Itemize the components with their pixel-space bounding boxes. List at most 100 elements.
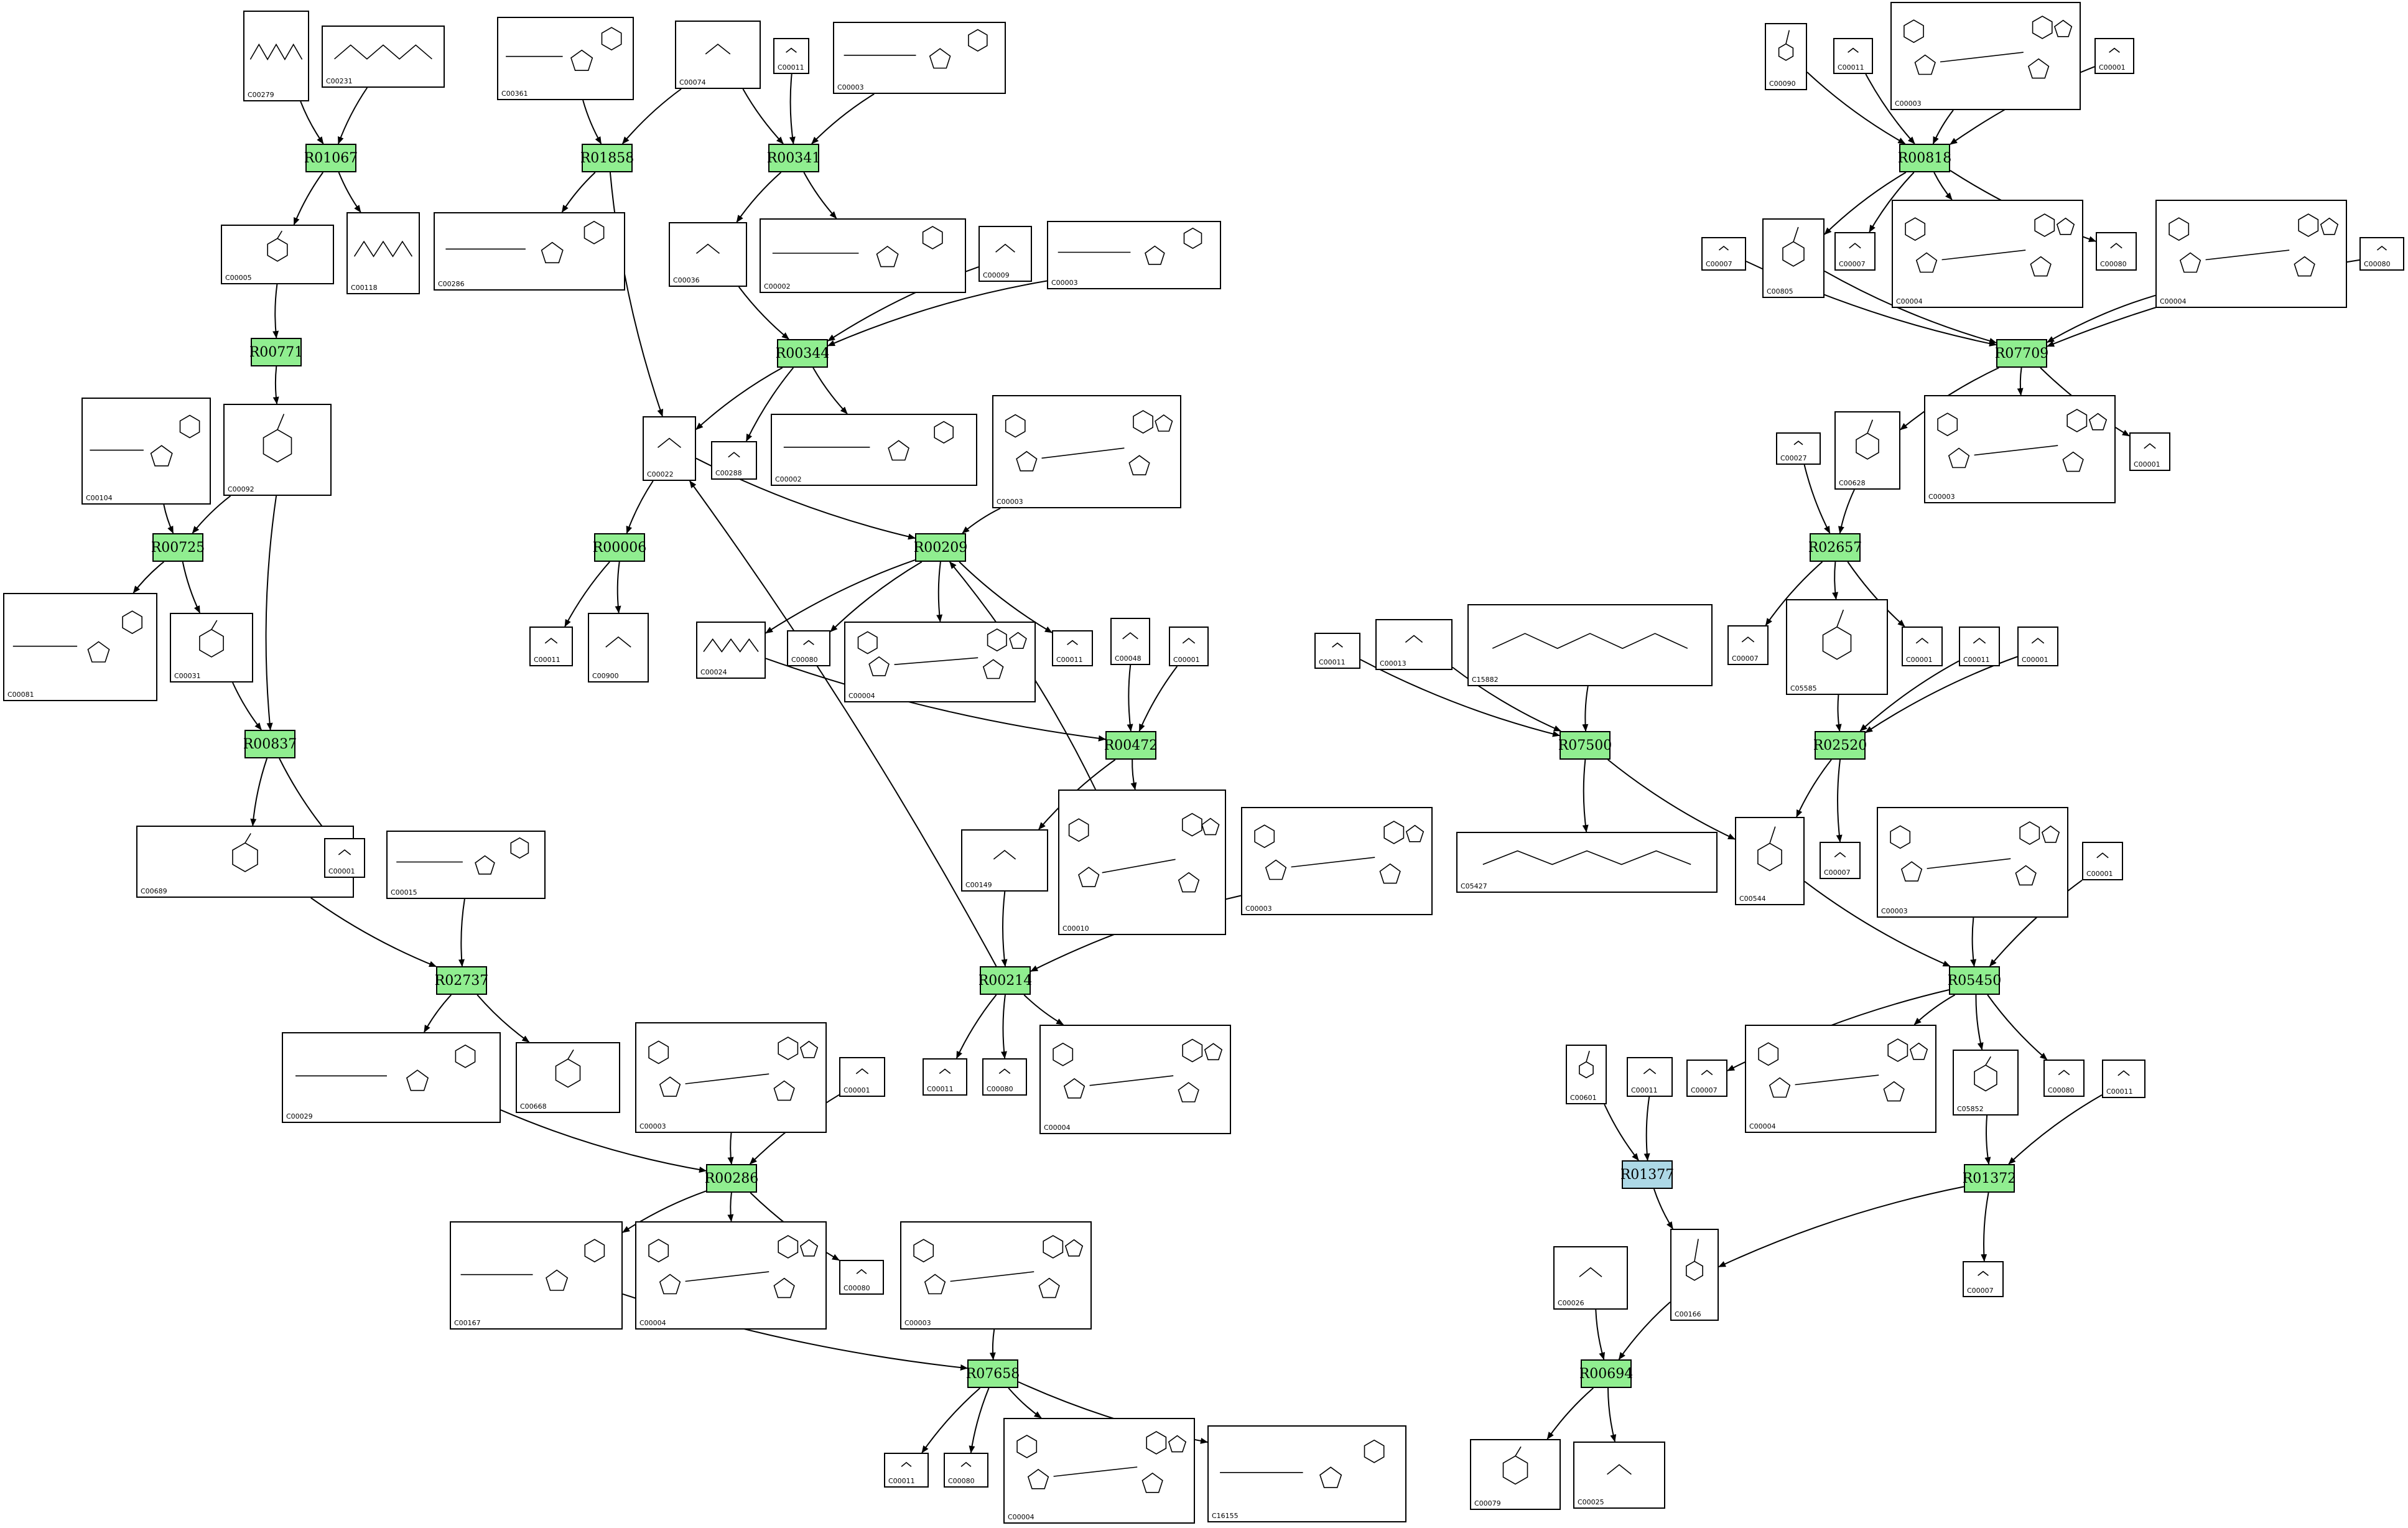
compound-node[interactable]: C00029 xyxy=(282,1032,501,1123)
compound-node[interactable]: C00004 xyxy=(1745,1025,1936,1133)
compound-node[interactable]: C00013 xyxy=(1375,619,1453,670)
compound-node[interactable]: C00011 xyxy=(529,627,573,666)
compound-node[interactable]: C00036 xyxy=(669,222,747,287)
reaction-node[interactable]: R07500 xyxy=(1558,731,1612,760)
compound-node[interactable]: C05852 xyxy=(1953,1050,2019,1116)
compound-node[interactable]: C00001 xyxy=(2129,432,2170,471)
reaction-node[interactable]: R01067 xyxy=(304,144,358,172)
reaction-node[interactable]: R00286 xyxy=(705,1164,759,1193)
reaction-node[interactable]: R02520 xyxy=(1813,731,1867,760)
compound-node[interactable]: C05427 xyxy=(1456,832,1718,893)
compound-node[interactable]: C00080 xyxy=(787,630,830,666)
compound-node[interactable]: C00001 xyxy=(2017,627,2058,666)
compound-node[interactable]: C00004 xyxy=(2155,200,2347,308)
compound-node[interactable]: C00092 xyxy=(223,404,332,496)
compound-node[interactable]: C00079 xyxy=(1470,1439,1561,1510)
compound-node[interactable]: C00167 xyxy=(450,1221,623,1330)
compound-node[interactable]: C00003 xyxy=(992,395,1181,508)
compound-node[interactable]: C00080 xyxy=(2096,232,2137,271)
compound-node[interactable]: C00004 xyxy=(844,622,1036,702)
reaction-node[interactable]: R01858 xyxy=(580,144,635,172)
reaction-node[interactable]: R02657 xyxy=(1808,533,1862,562)
compound-node[interactable]: C00080 xyxy=(2359,237,2404,271)
compound-node[interactable]: C00149 xyxy=(961,829,1048,892)
compound-node[interactable]: C00900 xyxy=(588,613,649,682)
reaction-node[interactable]: R05450 xyxy=(1948,966,2002,995)
reaction-node[interactable]: R00818 xyxy=(1898,144,1952,172)
compound-node[interactable]: C00011 xyxy=(1627,1057,1673,1097)
compound-node[interactable]: C00001 xyxy=(2082,842,2123,880)
reaction-node[interactable]: R07709 xyxy=(1995,339,2049,368)
compound-node[interactable]: C00024 xyxy=(696,622,766,679)
compound-node[interactable]: C00011 xyxy=(1314,633,1360,669)
compound-node[interactable]: C16155 xyxy=(1207,1425,1406,1522)
compound-node[interactable]: C00004 xyxy=(635,1221,827,1330)
compound-node[interactable]: C00361 xyxy=(497,17,634,100)
compound-node[interactable]: C00027 xyxy=(1776,432,1821,465)
compound-node[interactable]: C00015 xyxy=(386,831,546,899)
compound-node[interactable]: C00628 xyxy=(1834,411,1900,490)
compound-node[interactable]: C00601 xyxy=(1566,1045,1607,1104)
compound-node[interactable]: C00080 xyxy=(944,1453,988,1488)
compound-node[interactable]: C00011 xyxy=(2102,1060,2145,1098)
reaction-node[interactable]: R00006 xyxy=(593,533,647,562)
compound-node[interactable]: C00026 xyxy=(1553,1246,1628,1310)
reaction-node[interactable]: R07658 xyxy=(966,1359,1020,1388)
reaction-node[interactable]: R00837 xyxy=(243,730,297,758)
compound-node[interactable]: C00007 xyxy=(1686,1060,1727,1097)
compound-node[interactable]: C00010 xyxy=(1058,790,1226,935)
compound-node[interactable]: C00288 xyxy=(711,441,757,480)
compound-node[interactable]: C00080 xyxy=(982,1058,1027,1096)
compound-node[interactable]: C00005 xyxy=(221,225,334,284)
compound-node[interactable]: C00001 xyxy=(839,1057,885,1097)
compound-node[interactable]: C00011 xyxy=(1959,627,2000,666)
compound-node[interactable]: C00004 xyxy=(1003,1418,1195,1524)
compound-node[interactable]: C00003 xyxy=(833,22,1006,94)
compound-node[interactable]: C00011 xyxy=(1052,630,1093,666)
compound-node[interactable]: C00080 xyxy=(839,1260,884,1295)
compound-node[interactable]: C00004 xyxy=(1892,200,2083,308)
compound-node[interactable]: C00022 xyxy=(643,416,696,481)
reaction-node[interactable]: R00694 xyxy=(1579,1359,1634,1388)
compound-node[interactable]: C00279 xyxy=(243,11,309,101)
compound-node[interactable]: C00007 xyxy=(1727,625,1769,665)
reaction-node[interactable]: R00341 xyxy=(767,144,821,172)
compound-node[interactable]: C00007 xyxy=(1701,237,1746,271)
compound-node[interactable]: C00805 xyxy=(1762,218,1825,298)
reaction-node[interactable]: R00472 xyxy=(1104,731,1158,760)
compound-node[interactable]: C00544 xyxy=(1735,817,1805,905)
compound-node[interactable]: C00011 xyxy=(923,1058,967,1096)
compound-node[interactable]: C00009 xyxy=(979,226,1032,282)
compound-node[interactable]: C00668 xyxy=(516,1042,620,1113)
compound-node[interactable]: C00003 xyxy=(900,1221,1092,1330)
compound-node[interactable]: C00001 xyxy=(324,838,365,878)
compound-node[interactable]: C00002 xyxy=(760,218,966,293)
compound-node[interactable]: C00081 xyxy=(3,593,157,701)
compound-node[interactable]: C00003 xyxy=(1877,807,2068,918)
compound-node[interactable]: C00080 xyxy=(2043,1060,2085,1097)
compound-node[interactable]: C00048 xyxy=(1110,618,1150,665)
compound-node[interactable]: C00003 xyxy=(1890,2,2081,110)
compound-node[interactable]: C00004 xyxy=(1039,1025,1231,1134)
reaction-node[interactable]: R00209 xyxy=(914,533,968,562)
compound-node[interactable]: C15882 xyxy=(1467,604,1713,686)
compound-node[interactable]: C00231 xyxy=(322,26,445,88)
compound-node[interactable]: C05585 xyxy=(1786,599,1888,695)
reaction-node[interactable]: R01372 xyxy=(1963,1164,2017,1193)
compound-node[interactable]: C00011 xyxy=(884,1453,929,1488)
compound-node[interactable]: C00002 xyxy=(771,414,977,486)
compound-node[interactable]: C00003 xyxy=(1241,807,1433,915)
compound-node[interactable]: C00074 xyxy=(675,21,761,89)
compound-node[interactable]: C00003 xyxy=(1924,395,2116,503)
compound-node[interactable]: C00001 xyxy=(2094,38,2134,74)
reaction-node[interactable]: R02737 xyxy=(435,966,489,995)
reaction-node[interactable]: R01377 xyxy=(1620,1160,1675,1189)
compound-node[interactable]: C00001 xyxy=(1902,627,1943,666)
compound-node[interactable]: C00090 xyxy=(1765,23,1807,90)
compound-node[interactable]: C00003 xyxy=(1047,221,1221,289)
compound-node[interactable]: C00001 xyxy=(1169,627,1209,666)
compound-node[interactable]: C00003 xyxy=(635,1022,827,1133)
reaction-node[interactable]: R00214 xyxy=(979,966,1033,995)
compound-node[interactable]: C00007 xyxy=(1834,232,1876,271)
compound-node[interactable]: C00689 xyxy=(136,826,354,898)
